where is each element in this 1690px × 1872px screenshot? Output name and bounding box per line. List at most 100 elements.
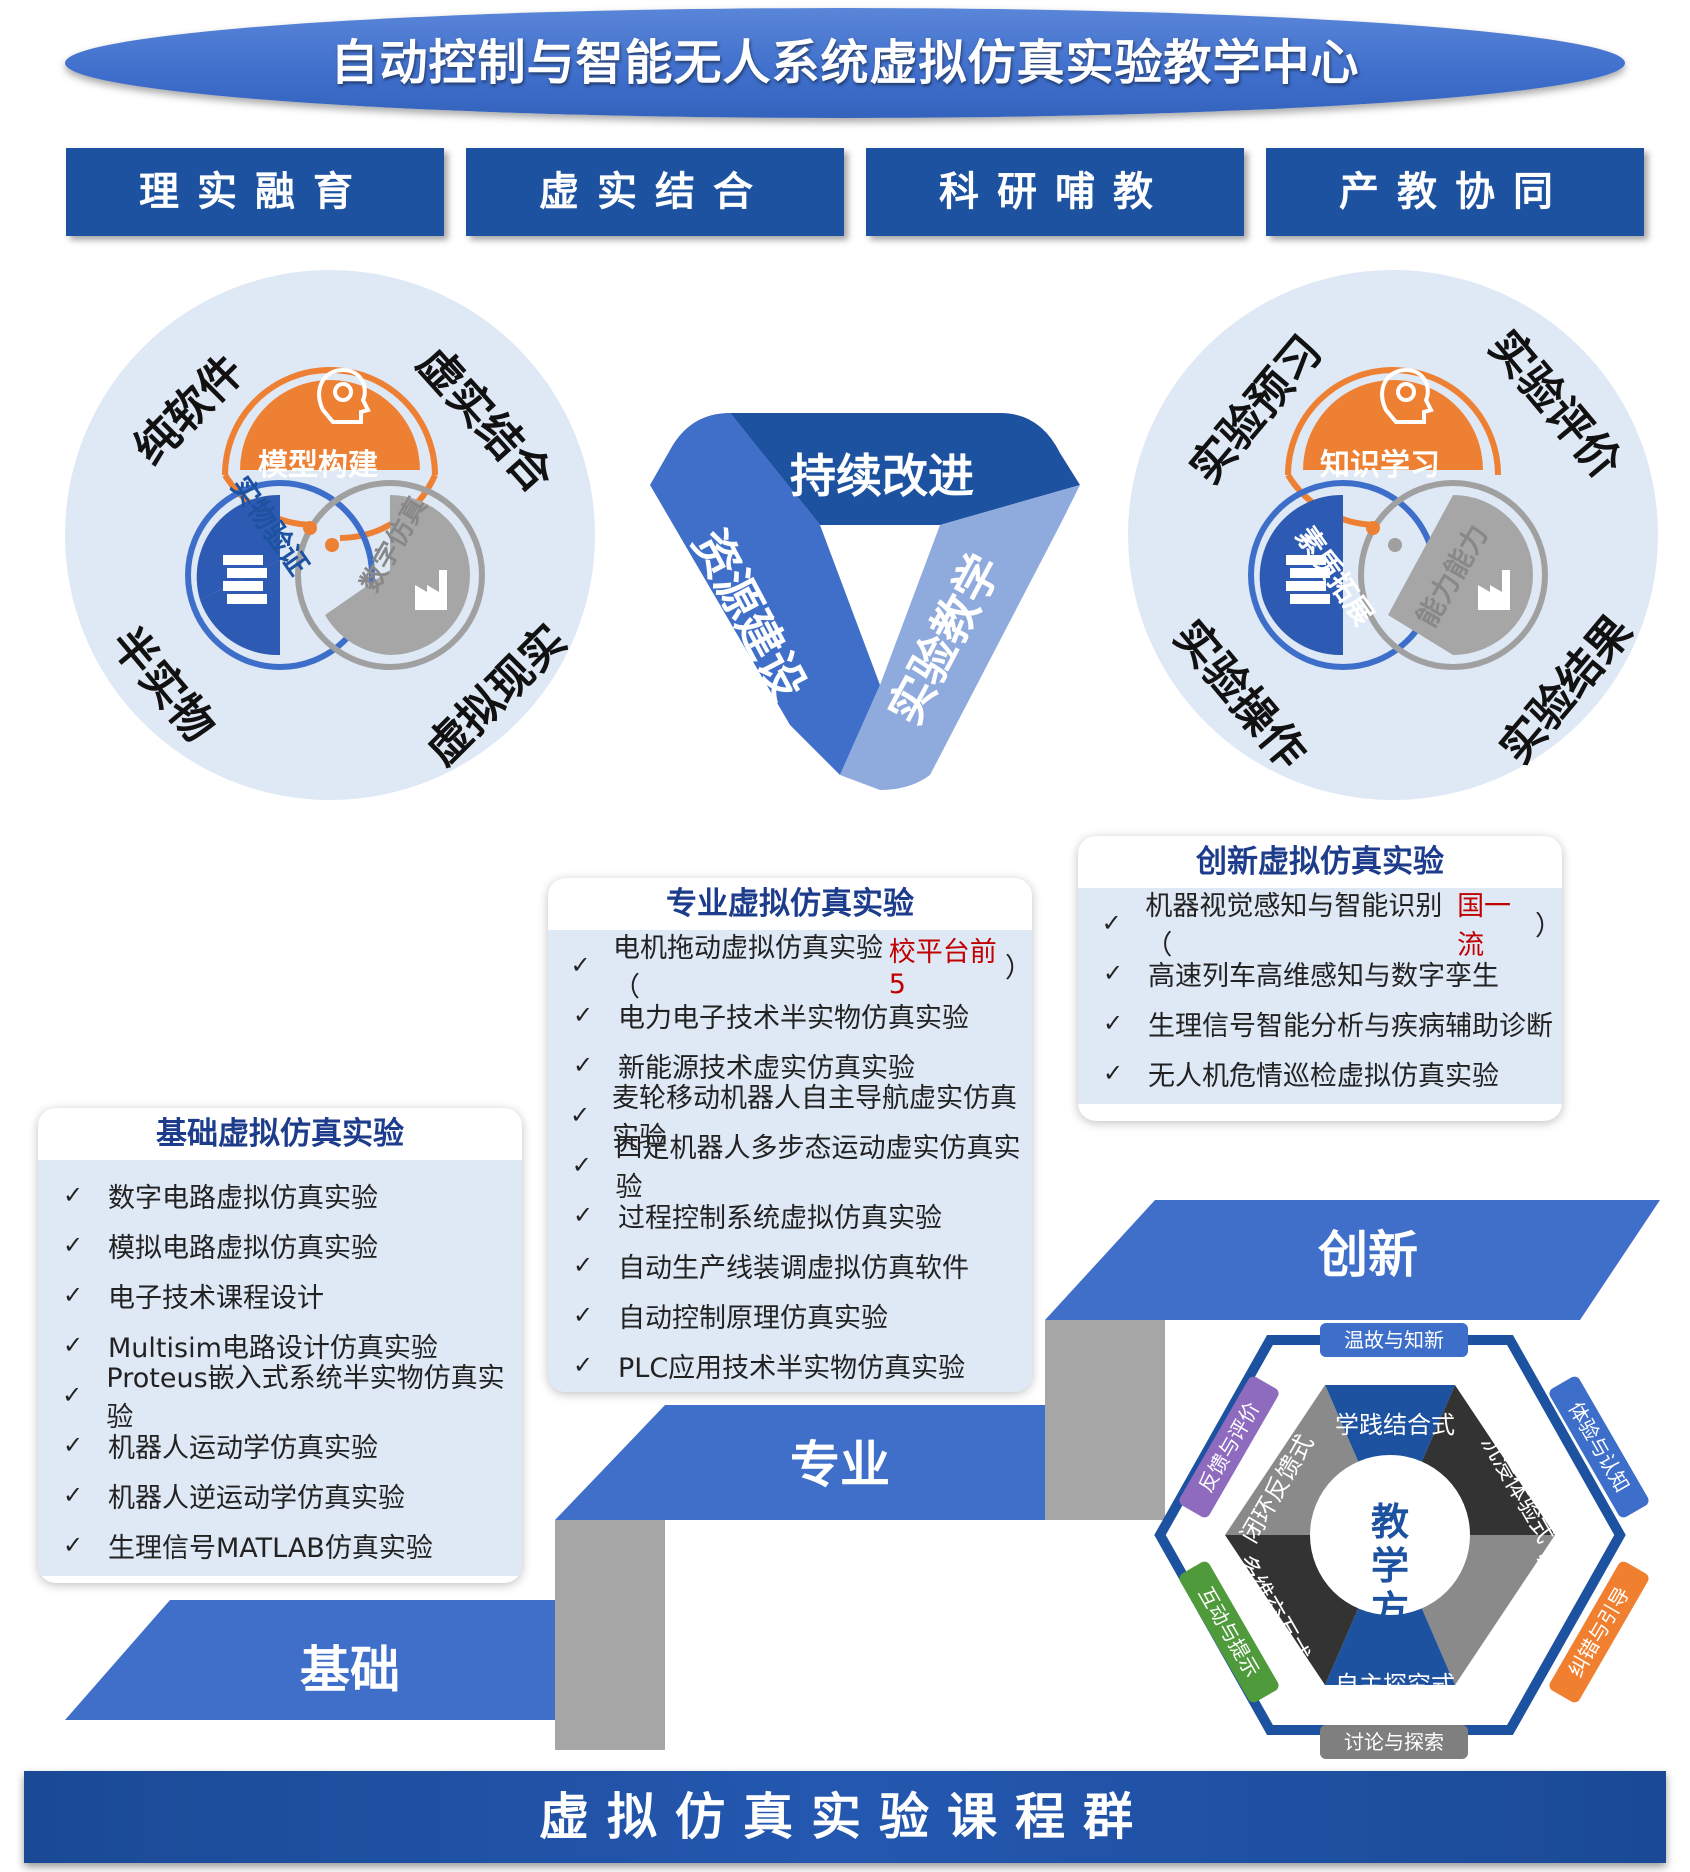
basic-panel-title: 基础虚拟仿真实验 xyxy=(38,1108,522,1160)
list-item-text: 麦轮移动机器人自主导航虚实仿真实验 xyxy=(612,1083,1018,1153)
check-icon: ✓ xyxy=(62,1331,84,1359)
books-icon xyxy=(1286,555,1330,604)
list-item-text: 机器人逆运动学仿真实验 xyxy=(108,1482,405,1514)
teaching-inner-label: 学践结合式 xyxy=(1335,1411,1455,1439)
list-item: ✓ 电子技术课程设计 xyxy=(38,1270,522,1320)
professional-panel-list: ✓ 电机拖动虚拟仿真实验（校平台前5） ✓ 电力电子技术半实物仿真实验 ✓ 新能源技术虚实… xyxy=(548,930,1032,1392)
list-item: ✓ 过程控制系统虚拟仿真实验 xyxy=(548,1190,1032,1240)
list-item-text: 机器视觉感知与智能识别（ xyxy=(1145,891,1443,961)
basic-panel-list: ✓ 数字电路虚拟仿真实验 ✓ 模拟电路虚拟仿真实验 ✓ 电子技术课程设计 ✓ Multisim… xyxy=(38,1160,522,1576)
check-icon: ✓ xyxy=(62,1281,84,1309)
list-item: ✓ 生理信号MATLAB仿真实验 xyxy=(38,1520,522,1570)
list-item-text: 四足机器人多步态运动虚实仿真实验 xyxy=(615,1133,1021,1203)
factory-icon xyxy=(1478,570,1510,610)
list-item: ✓ 生理信号智能分析与疾病辅助诊断 xyxy=(1078,998,1562,1048)
check-icon: ✓ xyxy=(571,1151,592,1179)
check-icon: ✓ xyxy=(1102,959,1124,987)
triangle-label-improve: 持续改进 xyxy=(790,449,974,503)
principle-1: 理实融育 xyxy=(66,148,444,236)
professional-panel-title: 专业虚拟仿真实验 xyxy=(548,878,1032,930)
principle-3: 科研哺教 xyxy=(866,148,1244,236)
books-icon xyxy=(223,555,267,604)
check-icon: ✓ xyxy=(1102,1059,1124,1087)
factory-icon xyxy=(415,570,447,610)
teaching-method-graphic xyxy=(1154,1335,1626,1735)
list-item-text: 过程控制系统虚拟仿真实验 xyxy=(618,1202,942,1234)
list-item-text: 自动控制原理仿真实验 xyxy=(618,1302,888,1334)
list-item-tail: ） xyxy=(1005,952,1032,984)
innovation-panel-list: ✓ 机器视觉感知与智能识别（ 国一流 ） ✓ 高速列车高维感知与数字孪生 ✓ 生理信号智能分析… xyxy=(1078,888,1562,1104)
stairs-graphic xyxy=(65,1200,1660,1750)
teaching-method-center: 教学 方法 xyxy=(1370,1500,1409,1676)
stair-professional: 专业 xyxy=(790,1436,890,1494)
basic-panel: 基础虚拟仿真实验 ✓ 数字电路虚拟仿真实验 ✓ 模拟电路虚拟仿真实验 ✓ 电子技术课程设计… xyxy=(38,1108,522,1583)
principle-4: 产教协同 xyxy=(1266,148,1644,236)
list-item: ✓ 无人机危情巡检虚拟仿真实验 xyxy=(1078,1048,1562,1098)
course-group-bar: 虚拟仿真实验课程群 xyxy=(24,1771,1666,1863)
check-icon: ✓ xyxy=(62,1381,83,1409)
check-icon: ✓ xyxy=(570,951,591,979)
page-title: 自动控制与智能无人系统虚拟仿真实验教学中心 xyxy=(330,35,1360,91)
check-icon: ✓ xyxy=(62,1481,84,1509)
list-item-text: PLC应用技术半实物仿真实验 xyxy=(618,1352,966,1384)
professional-panel: 专业虚拟仿真实验 ✓ 电机拖动虚拟仿真实验（校平台前5） ✓ 电力电子技术半实物仿真实… xyxy=(548,878,1032,1392)
innovation-panel-title: 创新虚拟仿真实验 xyxy=(1078,836,1562,888)
left-circle-graphic xyxy=(185,367,485,670)
list-item-text: 机器人运动学仿真实验 xyxy=(108,1432,378,1464)
list-item: ✓ 机器人逆运动学仿真实验 xyxy=(38,1470,522,1520)
list-item-text: 电子技术课程设计 xyxy=(108,1282,324,1314)
list-item-text: 数字电路虚拟仿真实验 xyxy=(108,1182,378,1214)
list-item-text: 模拟电路虚拟仿真实验 xyxy=(108,1232,378,1264)
check-icon: ✓ xyxy=(62,1231,84,1259)
teaching-inner-label: 自主探究式 xyxy=(1335,1671,1455,1699)
check-icon: ✓ xyxy=(1102,1009,1124,1037)
list-item-text: 无人机危情巡检虚拟仿真实验 xyxy=(1148,1060,1499,1092)
list-item: ✓ 麦轮移动机器人自主导航虚实仿真实验 xyxy=(548,1083,1032,1153)
list-item: ✓自动生产线装调虚拟仿真软件 xyxy=(548,1240,1032,1290)
list-item: ✓ 四足机器人多步态运动虚实仿真实验 xyxy=(548,1133,1032,1203)
check-icon: ✓ xyxy=(572,1251,594,1279)
check-icon: ✓ xyxy=(572,1051,594,1079)
list-item-text: 电机拖动虚拟仿真实验（ xyxy=(613,933,883,1003)
inner-label-knowledge: 知识学习 xyxy=(1320,448,1440,483)
list-item-text: 生理信号智能分析与疾病辅助诊断 xyxy=(1148,1010,1553,1042)
list-item: ✓ 电机拖动虚拟仿真实验（校平台前5） xyxy=(548,933,1032,1003)
teaching-outer-tag: 温故与知新 xyxy=(1320,1323,1468,1357)
list-item: ✓ 机器视觉感知与智能识别（ 国一流 ） xyxy=(1078,891,1562,961)
left-circle xyxy=(65,270,595,800)
head-gear-icon xyxy=(1380,367,1434,424)
check-icon: ✓ xyxy=(572,1201,594,1229)
title-ellipse xyxy=(65,8,1625,118)
triangle-graphic xyxy=(650,413,1080,790)
list-item: ✓PLC应用技术半实物仿真实验 xyxy=(548,1340,1032,1390)
check-icon: ✓ xyxy=(572,1301,594,1329)
inner-label-model: 模型构建 xyxy=(258,448,378,483)
list-item: ✓Proteus嵌入式系统半实物仿真实验 xyxy=(38,1363,522,1433)
list-item: ✓ 新能源技术虚实仿真实验 xyxy=(548,1040,1032,1090)
stair-basic: 基础 xyxy=(300,1641,400,1699)
list-item: ✓ 数字电路虚拟仿真实验 xyxy=(38,1170,522,1220)
principle-2: 虚实结合 xyxy=(466,148,844,236)
list-item-text: 电力电子技术半实物仿真实验 xyxy=(618,1002,969,1034)
list-item-tail: ） xyxy=(1535,910,1562,942)
list-item: ✓ 模拟电路虚拟仿真实验 xyxy=(38,1220,522,1270)
list-item: ✓ 电力电子技术半实物仿真实验 xyxy=(548,990,1032,1040)
right-circle xyxy=(1128,270,1658,800)
list-item: ✓ 机器人运动学仿真实验 xyxy=(38,1420,522,1470)
check-icon: ✓ xyxy=(62,1431,84,1459)
check-icon: ✓ xyxy=(1101,909,1122,937)
list-item-text: 生理信号MATLAB仿真实验 xyxy=(108,1532,433,1564)
innovation-panel: 创新虚拟仿真实验 ✓ 机器视觉感知与智能识别（ 国一流 ） ✓ 高速列车高维感知与数字孪生… xyxy=(1078,836,1562,1121)
list-item: ✓ 高速列车高维感知与数字孪生 xyxy=(1078,948,1562,998)
check-icon: ✓ xyxy=(572,1001,594,1029)
stair-innovation: 创新 xyxy=(1318,1226,1418,1284)
list-item-text: 新能源技术虚实仿真实验 xyxy=(618,1052,915,1084)
list-item-text: Multisim电路设计仿真实验 xyxy=(108,1332,438,1364)
check-icon: ✓ xyxy=(62,1531,84,1559)
highlight-note: 国一流 xyxy=(1457,891,1512,961)
orange-segment xyxy=(240,380,420,470)
list-item-text: 高速列车高维感知与数字孪生 xyxy=(1148,960,1499,992)
check-icon: ✓ xyxy=(62,1181,84,1209)
highlight-note: 校平台前5 xyxy=(888,937,997,1000)
check-icon: ✓ xyxy=(569,1101,591,1129)
